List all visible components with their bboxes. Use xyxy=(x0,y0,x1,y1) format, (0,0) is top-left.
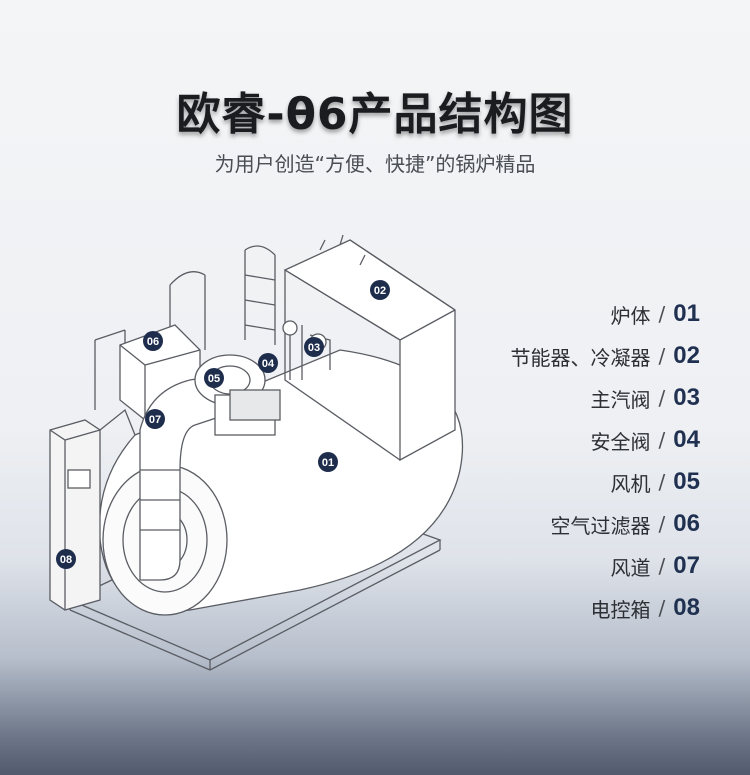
badge-01-label: 01 xyxy=(322,457,334,469)
legend-item-name: 安全阀 xyxy=(590,429,651,454)
legend-item-name: 主汽阀 xyxy=(590,387,651,412)
badge-08: 08 xyxy=(56,549,76,569)
legend-item-number: 06 xyxy=(673,510,700,537)
legend-item: 风机 / 05 xyxy=(380,461,700,503)
legend-separator: / xyxy=(658,428,666,452)
legend-item-number: 07 xyxy=(673,552,700,579)
badge-02-label: 02 xyxy=(374,285,386,297)
page-subtitle: 为用户创造“方便、快捷”的锅炉精品 xyxy=(214,152,536,176)
boiler-illustration: 01 02 03 04 05 06 07 08 xyxy=(49,234,464,671)
badge-07: 07 xyxy=(145,409,165,429)
legend-separator: / xyxy=(658,302,666,326)
legend-item-number: 04 xyxy=(673,426,700,453)
component-legend: 炉体 / 01 节能器、冷凝器 / 02 主汽阀 / 03 安全阀 / 04 风… xyxy=(380,293,700,629)
badge-01: 01 xyxy=(318,452,338,472)
badge-04: 04 xyxy=(258,353,278,373)
legend-item-name: 炉体 xyxy=(610,303,651,328)
legend-item: 风道 / 07 xyxy=(380,545,700,587)
legend-item: 安全阀 / 04 xyxy=(380,419,700,461)
legend-item-number: 03 xyxy=(673,384,700,411)
legend-item-name: 电控箱 xyxy=(590,597,651,622)
legend-item: 主汽阀 / 03 xyxy=(380,377,700,419)
legend-item-number: 01 xyxy=(673,300,700,327)
legend-item-name: 节能器、冷凝器 xyxy=(510,345,651,370)
legend-separator: / xyxy=(658,596,666,620)
legend-item: 空气过滤器 / 06 xyxy=(380,503,700,545)
legend-item: 炉体 / 01 xyxy=(380,293,700,335)
legend-item-name: 风机 xyxy=(610,471,651,496)
badge-06-label: 06 xyxy=(147,336,159,348)
legend-item: 电控箱 / 08 xyxy=(380,587,700,629)
legend-item: 节能器、冷凝器 / 02 xyxy=(380,335,700,377)
badge-02: 02 xyxy=(370,280,390,300)
badge-06: 06 xyxy=(143,331,163,351)
legend-separator: / xyxy=(658,470,666,494)
legend-item-name: 风道 xyxy=(610,555,651,580)
badge-07-label: 07 xyxy=(149,414,161,426)
badge-04-label: 04 xyxy=(262,358,275,370)
legend-item-number: 08 xyxy=(673,594,700,621)
legend-separator: / xyxy=(658,512,666,536)
legend-item-number: 02 xyxy=(673,342,700,369)
page-title: 欧睿-θ6产品结构图 xyxy=(176,89,574,140)
badge-03-label: 03 xyxy=(308,342,320,354)
legend-separator: / xyxy=(658,554,666,578)
badge-05: 05 xyxy=(204,368,224,388)
badge-05-label: 05 xyxy=(208,373,220,385)
badge-08-label: 08 xyxy=(60,554,72,566)
legend-item-number: 05 xyxy=(673,468,700,495)
legend-separator: / xyxy=(658,344,666,368)
legend-separator: / xyxy=(658,386,666,410)
badge-03: 03 xyxy=(304,337,324,357)
legend-item-name: 空气过滤器 xyxy=(550,513,651,538)
